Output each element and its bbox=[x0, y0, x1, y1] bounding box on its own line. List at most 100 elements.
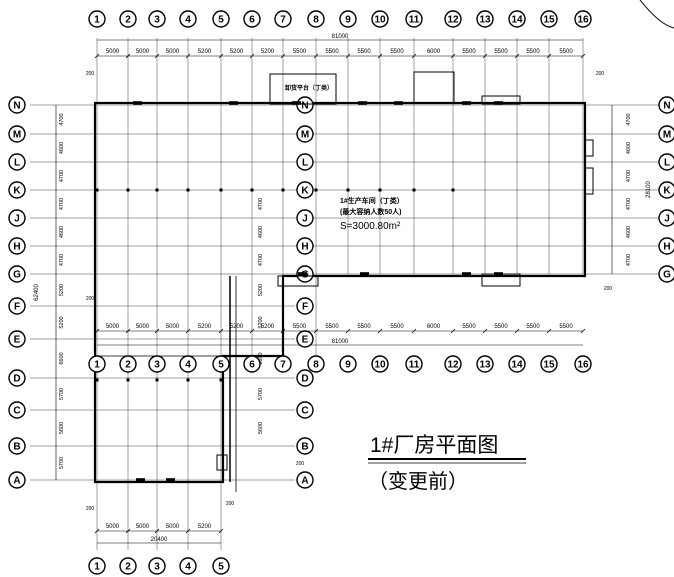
dimension-label: 5600 bbox=[258, 422, 264, 434]
column-mark bbox=[346, 188, 350, 192]
axis-bubble-right bbox=[658, 181, 674, 199]
dimension-label: 5500 bbox=[325, 49, 339, 55]
column-mark bbox=[281, 188, 285, 192]
axis-bubble-left bbox=[8, 330, 26, 348]
dimension-label: 5500 bbox=[390, 49, 404, 55]
axis-bubble-mid bbox=[508, 355, 526, 373]
dimension-tick bbox=[313, 328, 319, 334]
dimension-label: 5700 bbox=[59, 457, 65, 469]
axis-bubble-middle bbox=[296, 471, 314, 489]
dimension-label: 4700 bbox=[258, 254, 264, 266]
dimension-label: 4600 bbox=[59, 226, 65, 238]
axis-bubble-right bbox=[658, 153, 674, 171]
axis-bubble-top-label: 13 bbox=[479, 15, 491, 26]
axis-bubble-mid-label: 3 bbox=[154, 360, 160, 371]
dimension-label: 5500 bbox=[526, 49, 540, 55]
axis-bubble-top-label: 1 bbox=[94, 15, 100, 26]
axis-bubble-top bbox=[307, 10, 325, 28]
dimension-tick bbox=[185, 328, 191, 334]
axis-bubble-right bbox=[658, 96, 674, 114]
axis-bubble-mid bbox=[574, 355, 592, 373]
axis-bubble-middle bbox=[296, 401, 314, 419]
axis-bubble-right bbox=[658, 209, 674, 227]
dimension-label: 5500 bbox=[559, 49, 573, 55]
dimension-label: 5600 bbox=[59, 422, 65, 434]
axis-bubble-top-label: 11 bbox=[409, 15, 420, 26]
dimension-label: 5000 bbox=[106, 324, 120, 330]
axis-bubble-mid bbox=[212, 355, 230, 373]
axis-bubble-top bbox=[212, 10, 230, 28]
dimension-tick bbox=[185, 528, 191, 534]
dimension-label: 4700 bbox=[626, 254, 632, 266]
axis-bubble-middle bbox=[296, 96, 314, 114]
axis-bubble-mid-label: 7 bbox=[280, 360, 286, 371]
side-door bbox=[216, 454, 228, 471]
axis-bubble-left-label: F bbox=[14, 302, 20, 313]
axis-bubble-left bbox=[8, 297, 26, 315]
axis-bubble-top bbox=[476, 10, 494, 28]
dimension-label: 5200 bbox=[258, 316, 264, 328]
axis-bubble-mid bbox=[405, 355, 423, 373]
axis-bubble-top-label: 6 bbox=[249, 15, 255, 26]
dimension-label: 5000 bbox=[166, 524, 180, 530]
axis-bubble-top bbox=[508, 10, 526, 28]
dimension-tick bbox=[94, 528, 100, 534]
axis-bubble-mid bbox=[179, 355, 197, 373]
dimension-tick bbox=[125, 53, 131, 59]
dimension-tick bbox=[125, 528, 131, 534]
column-mark bbox=[219, 188, 223, 192]
dimension-tick bbox=[94, 53, 100, 59]
platform-label: 卸货平台（丁类） bbox=[285, 84, 333, 92]
dimension-label: 5200 bbox=[261, 49, 275, 55]
axis-bubble-mid-label: 9 bbox=[345, 360, 351, 371]
axis-bubble-mid-label: 13 bbox=[479, 360, 491, 371]
plan-details bbox=[95, 71, 594, 482]
dimension-label: 5500 bbox=[462, 49, 476, 55]
dimension-label: 5000 bbox=[106, 49, 120, 55]
axis-bubble-top bbox=[540, 10, 558, 28]
dimension-label: 5200 bbox=[258, 284, 264, 296]
dimension-label: 4600 bbox=[626, 142, 632, 154]
axis-bubble-bottom bbox=[179, 557, 197, 575]
axis-bubble-top bbox=[444, 10, 462, 28]
dimension-label: 5500 bbox=[390, 324, 404, 330]
axis-bubble-right bbox=[658, 265, 674, 283]
corner-arc bbox=[639, 0, 674, 29]
axis-bubble-right-label: G bbox=[663, 270, 671, 281]
axis-bubble-middle-label: B bbox=[301, 442, 308, 453]
door-mark bbox=[166, 478, 175, 482]
axis-bubble-top bbox=[88, 10, 106, 28]
dimension-tick bbox=[514, 53, 520, 59]
axis-bubble-right-label: M bbox=[663, 130, 671, 141]
axis-bubble-middle bbox=[296, 369, 314, 387]
dimension-tick bbox=[280, 53, 286, 59]
axis-bubble-top-label: 8 bbox=[313, 15, 319, 26]
dimension-label: 5700 bbox=[59, 388, 65, 400]
dimension-tick bbox=[218, 53, 224, 59]
axis-bubble-left bbox=[8, 471, 26, 489]
axis-bubble-middle-label: N bbox=[301, 101, 308, 112]
axis-bubble-left bbox=[8, 181, 26, 199]
building-occupancy: (最大容纳人数50人) bbox=[340, 207, 401, 216]
axis-bubble-mid bbox=[88, 355, 106, 373]
dimension-label: 5500 bbox=[357, 49, 371, 55]
axis-bubble-left-label: B bbox=[13, 442, 20, 453]
column-mark bbox=[250, 188, 254, 192]
axis-bubble-mid bbox=[243, 355, 261, 373]
axis-bubble-mid bbox=[476, 355, 494, 373]
column-mark bbox=[155, 188, 159, 192]
dimension-label: 5000 bbox=[136, 324, 150, 330]
dimension-tick bbox=[345, 328, 351, 334]
axis-bubble-middle-label: E bbox=[302, 335, 309, 346]
axis-bubble-top bbox=[243, 10, 261, 28]
column-mark bbox=[95, 188, 99, 192]
axis-bubble-mid bbox=[119, 355, 137, 373]
dimension-tick bbox=[249, 53, 255, 59]
dimension-label: 4700 bbox=[626, 198, 632, 210]
axis-bubble-left bbox=[8, 153, 26, 171]
dimension-label: 6000 bbox=[427, 49, 441, 55]
axis-bubble-left-label: J bbox=[14, 214, 20, 225]
exterior-wall bbox=[93, 101, 587, 484]
axis-bubble-left-label: H bbox=[13, 242, 20, 253]
